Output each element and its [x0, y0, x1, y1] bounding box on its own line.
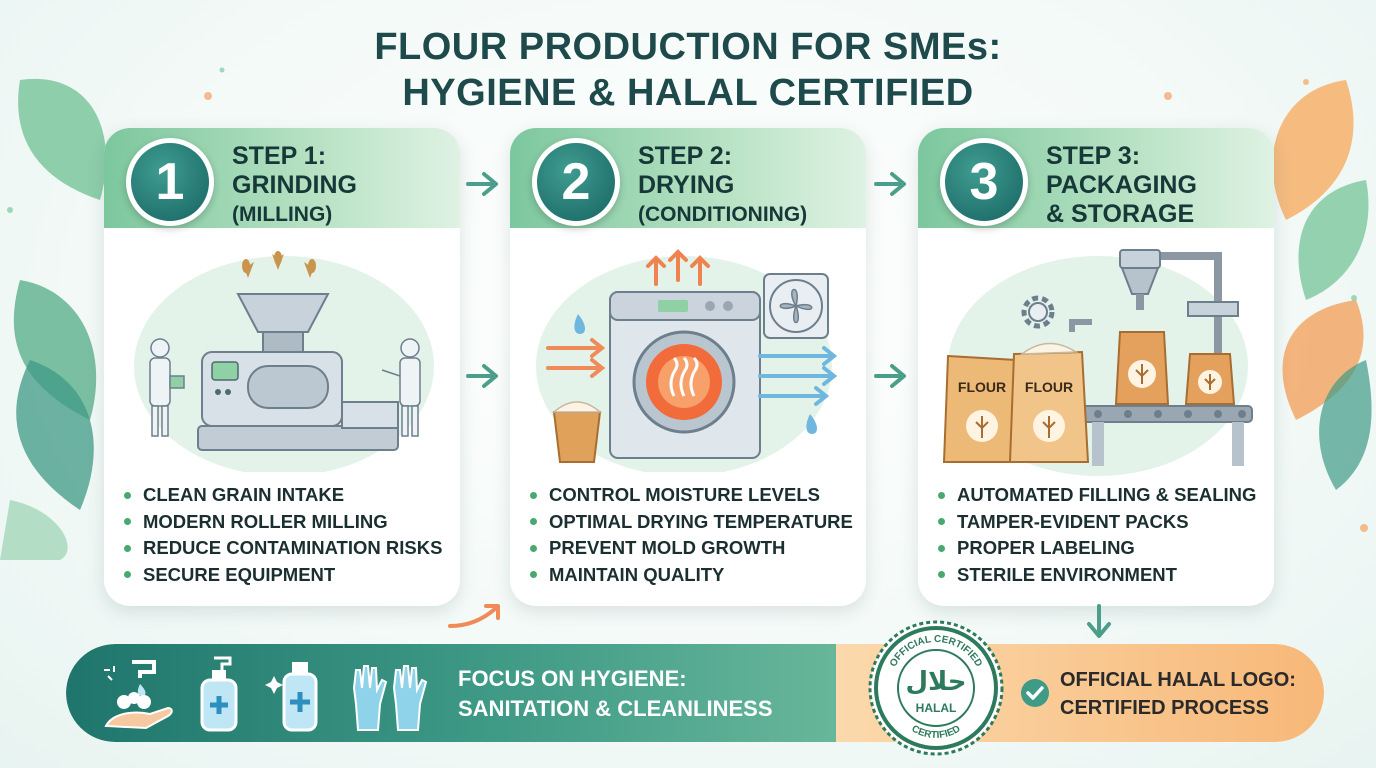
flour-bag-right: FLOUR — [1008, 342, 1090, 463]
worker-right — [381, 338, 421, 437]
step-label-2: STEP 2: — [638, 142, 733, 170]
step-label-1: STEP 1: — [232, 142, 327, 170]
step-name-1: GRINDING — [232, 171, 357, 199]
bullet-item: CONTROL MOISTURE LEVELS — [530, 482, 866, 509]
step-number-badge-2: 2 — [532, 138, 620, 226]
bullet-item: REDUCE CONTAMINATION RISKS — [124, 535, 460, 562]
packaging-line-illustration: FLOUR FLOUR — [942, 249, 1253, 476]
seal-ring-bottom: CERTIFIED — [910, 723, 963, 741]
bullet-item: PROPER LABELING — [938, 535, 1274, 562]
flour-bag-label: FLOUR — [1025, 379, 1073, 395]
hygiene-line-1: FOCUS ON HYGIENE: — [458, 666, 687, 691]
arrow-right-icon — [466, 172, 498, 196]
leaf-icon — [1282, 300, 1364, 420]
wheat-icon — [242, 251, 316, 278]
bullet-item: OPTIMAL DRYING TEMPERATURE — [530, 509, 866, 536]
step-sub-2: (CONDITIONING) — [638, 203, 808, 226]
flour-bag-left: FLOUR — [942, 354, 1024, 463]
step-number-badge-3: 3 — [940, 138, 1028, 226]
flour-bag-label: FLOUR — [958, 379, 1006, 395]
soap-dispenser-icon — [265, 662, 318, 732]
step-name-2: DRYING — [638, 171, 735, 199]
seal-word: HALAL — [916, 701, 957, 715]
step-title-1: STEP 1: GRINDING (MILLING) — [232, 142, 454, 229]
leaf-icon — [1272, 80, 1354, 220]
arrow-right-icon — [466, 364, 498, 388]
title-line-2: HYGIENE & HALAL CERTIFIED — [402, 72, 974, 114]
drying-machine-illustration — [536, 249, 838, 472]
bullet-item: MODERN ROLLER MILLING — [124, 509, 460, 536]
soap-dispenser-icon — [200, 656, 238, 732]
step-1-bullet-list: CLEAN GRAIN INTAKE MODERN ROLLER MILLING… — [124, 482, 460, 588]
worker-left — [149, 338, 185, 437]
leaf-icon — [0, 500, 68, 560]
leaf-decoration-left — [0, 78, 107, 560]
leaf-icon — [13, 280, 97, 420]
step-card-2: 2 STEP 2: DRYING (CONDITIONING) — [510, 128, 866, 606]
bullet-item: SECURE EQUIPMENT — [124, 562, 460, 589]
step-number-badge-1: 1 — [126, 138, 214, 226]
hygiene-text: FOCUS ON HYGIENE: SANITATION & CLEANLINE… — [458, 664, 838, 724]
hygiene-panel: FOCUS ON HYGIENE: SANITATION & CLEANLINE… — [66, 644, 856, 742]
bullet-item: TAMPER-EVIDENT PACKS — [938, 509, 1274, 536]
halal-line-1: OFFICIAL HALAL LOGO: — [1060, 669, 1296, 691]
seal-arabic: حلال — [905, 667, 966, 697]
arrow-down-icon — [1087, 604, 1111, 638]
step-name-3: PACKAGING — [1046, 171, 1197, 199]
halal-line-2: CERTIFIED PROCESS — [1060, 697, 1269, 719]
step-header-3: 3 STEP 3: PACKAGING & STORAGE — [918, 128, 1274, 228]
gloves-icon — [352, 665, 428, 731]
arrow-right-icon — [874, 172, 906, 196]
step-2-bullet-list: CONTROL MOISTURE LEVELS OPTIMAL DRYING T… — [530, 482, 866, 588]
step-3-bullet-list: AUTOMATED FILLING & SEALING TAMPER-EVIDE… — [938, 482, 1274, 588]
step-label-3: STEP 3: — [1046, 142, 1141, 170]
water-drop-icon — [806, 414, 817, 434]
step-header-2: 2 STEP 2: DRYING (CONDITIONING) — [510, 128, 866, 228]
check-icon — [1021, 679, 1049, 707]
step-sub-1: (MILLING) — [232, 203, 333, 226]
step-card-1: 1 STEP 1: GRINDING (MILLING) — [104, 128, 460, 606]
arrow-curved-icon — [448, 604, 500, 628]
water-drop-icon — [574, 314, 585, 334]
fan-icon — [763, 273, 829, 339]
page-title: FLOUR PRODUCTION FOR SMEs: HYGIENE & HAL… — [0, 24, 1376, 116]
hygiene-line-2: SANITATION & CLEANLINESS — [458, 696, 773, 721]
bullet-item: MAINTAIN QUALITY — [530, 562, 866, 589]
step-card-3: 3 STEP 3: PACKAGING & STORAGE — [918, 128, 1274, 606]
step-title-3: STEP 3: PACKAGING & STORAGE — [1046, 142, 1268, 229]
bullet-item: STERILE ENVIRONMENT — [938, 562, 1274, 589]
leaf-decoration-right — [1272, 80, 1372, 490]
bullet-item: CLEAN GRAIN INTAKE — [124, 482, 460, 509]
title-line-1: FLOUR PRODUCTION FOR SMEs: — [374, 26, 1002, 68]
arrow-right-icon — [874, 364, 906, 388]
halal-seal-icon: OFFICIAL CERTIFIED CERTIFIED حلال HALAL — [868, 620, 1004, 756]
bullet-item: AUTOMATED FILLING & SEALING — [938, 482, 1274, 509]
bullet-item: PREVENT MOLD GROWTH — [530, 535, 866, 562]
grinding-mill-illustration — [134, 251, 434, 472]
leaf-icon — [18, 78, 107, 200]
leaf-icon — [1319, 360, 1372, 490]
hand-wash-icon — [104, 660, 173, 730]
gear-icon — [1021, 295, 1055, 329]
step-title-2: STEP 2: DRYING (CONDITIONING) — [638, 142, 860, 229]
leaf-icon — [1298, 180, 1369, 300]
step-sub-3: & STORAGE — [1046, 200, 1195, 228]
step-header-1: 1 STEP 1: GRINDING (MILLING) — [104, 128, 460, 228]
leaf-icon — [16, 360, 94, 510]
halal-text: OFFICIAL HALAL LOGO: CERTIFIED PROCESS — [1060, 666, 1310, 722]
